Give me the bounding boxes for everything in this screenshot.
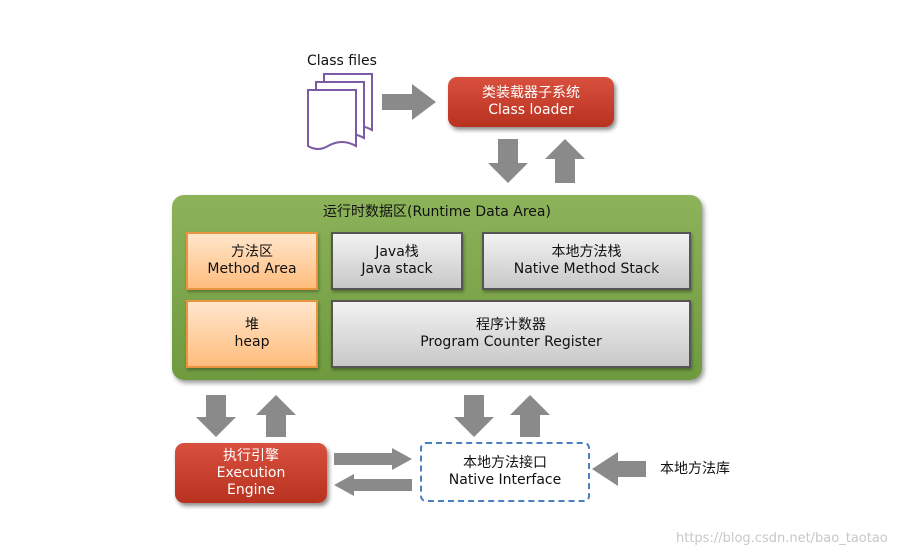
class-loader-label-cn: 类装载器子系统 bbox=[482, 85, 580, 101]
native-interface-cn: 本地方法接口 bbox=[463, 455, 547, 471]
program-counter-register-box: 程序计数器 Program Counter Register bbox=[331, 300, 691, 368]
native-interface-en: Native Interface bbox=[448, 472, 562, 488]
arrow-down-icon bbox=[196, 395, 236, 437]
arrow-down-icon bbox=[488, 139, 528, 183]
java-stack-cn: Java栈 bbox=[375, 244, 419, 260]
heap-cn: 堆 bbox=[245, 317, 259, 333]
native-method-stack-cn: 本地方法栈 bbox=[551, 244, 622, 260]
heap-box: 堆 heap bbox=[186, 300, 318, 368]
class-loader-box: 类装载器子系统 Class loader bbox=[448, 77, 614, 127]
arrow-left-icon bbox=[334, 474, 412, 496]
execution-engine-cn: 执行引擎 bbox=[223, 447, 279, 464]
arrow-down-icon bbox=[454, 395, 494, 437]
class-files-icon bbox=[307, 73, 373, 150]
program-counter-register-cn: 程序计数器 bbox=[476, 317, 546, 333]
class-loader-label-en: Class loader bbox=[488, 102, 574, 118]
arrow-left-icon bbox=[592, 452, 646, 486]
arrow-right-icon bbox=[334, 448, 412, 470]
runtime-data-area-title: 运行时数据区(Runtime Data Area) bbox=[323, 204, 551, 220]
method-area-cn: 方法区 bbox=[231, 244, 273, 260]
method-area-box: 方法区 Method Area bbox=[186, 232, 318, 290]
arrow-up-icon bbox=[256, 395, 296, 437]
method-area-en: Method Area bbox=[207, 261, 297, 277]
heap-en: heap bbox=[234, 334, 270, 350]
java-stack-en: Java stack bbox=[361, 261, 433, 277]
execution-engine-box: 执行引擎 Execution Engine bbox=[175, 443, 327, 503]
watermark: https://blog.csdn.net/bao_taotao bbox=[676, 531, 888, 546]
native-interface-box: 本地方法接口 Native Interface bbox=[420, 442, 590, 502]
execution-engine-en2: Engine bbox=[227, 481, 275, 498]
java-stack-box: Java栈 Java stack bbox=[331, 232, 463, 290]
arrow-right-icon bbox=[382, 84, 436, 120]
arrow-up-icon bbox=[510, 395, 550, 437]
execution-engine-en1: Execution bbox=[216, 464, 286, 481]
native-library-label: 本地方法库 bbox=[660, 461, 730, 477]
arrow-up-icon bbox=[545, 139, 585, 183]
native-method-stack-box: 本地方法栈 Native Method Stack bbox=[482, 232, 691, 290]
native-method-stack-en: Native Method Stack bbox=[513, 261, 660, 277]
class-files-label: Class files bbox=[307, 53, 377, 69]
program-counter-register-en: Program Counter Register bbox=[420, 334, 602, 350]
